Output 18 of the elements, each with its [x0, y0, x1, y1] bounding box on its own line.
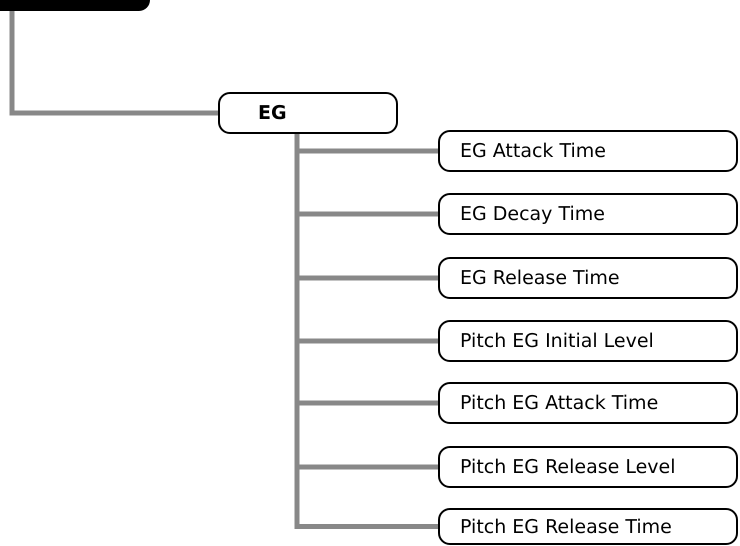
box-label: EG Decay Time [460, 203, 605, 225]
box-label: Pitch EG Release Time [460, 516, 672, 538]
box-label: EG [258, 102, 287, 124]
parameter-box [438, 508, 738, 545]
group-box [218, 92, 398, 134]
parameter-box [438, 320, 738, 362]
box-label: Pitch EG Initial Level [460, 330, 654, 352]
parameter-box [438, 193, 738, 235]
box-label: EG Release Time [460, 267, 620, 289]
header-bar [0, 0, 150, 11]
box-label: EG Attack Time [460, 140, 606, 162]
box-label: Pitch EG Attack Time [460, 392, 658, 414]
connector-line [10, 11, 218, 116]
box-label: Pitch EG Release Level [460, 456, 676, 478]
parameter-box [438, 446, 738, 488]
parameter-box [438, 130, 738, 172]
parameter-box [438, 257, 738, 299]
parameter-box [438, 382, 738, 424]
